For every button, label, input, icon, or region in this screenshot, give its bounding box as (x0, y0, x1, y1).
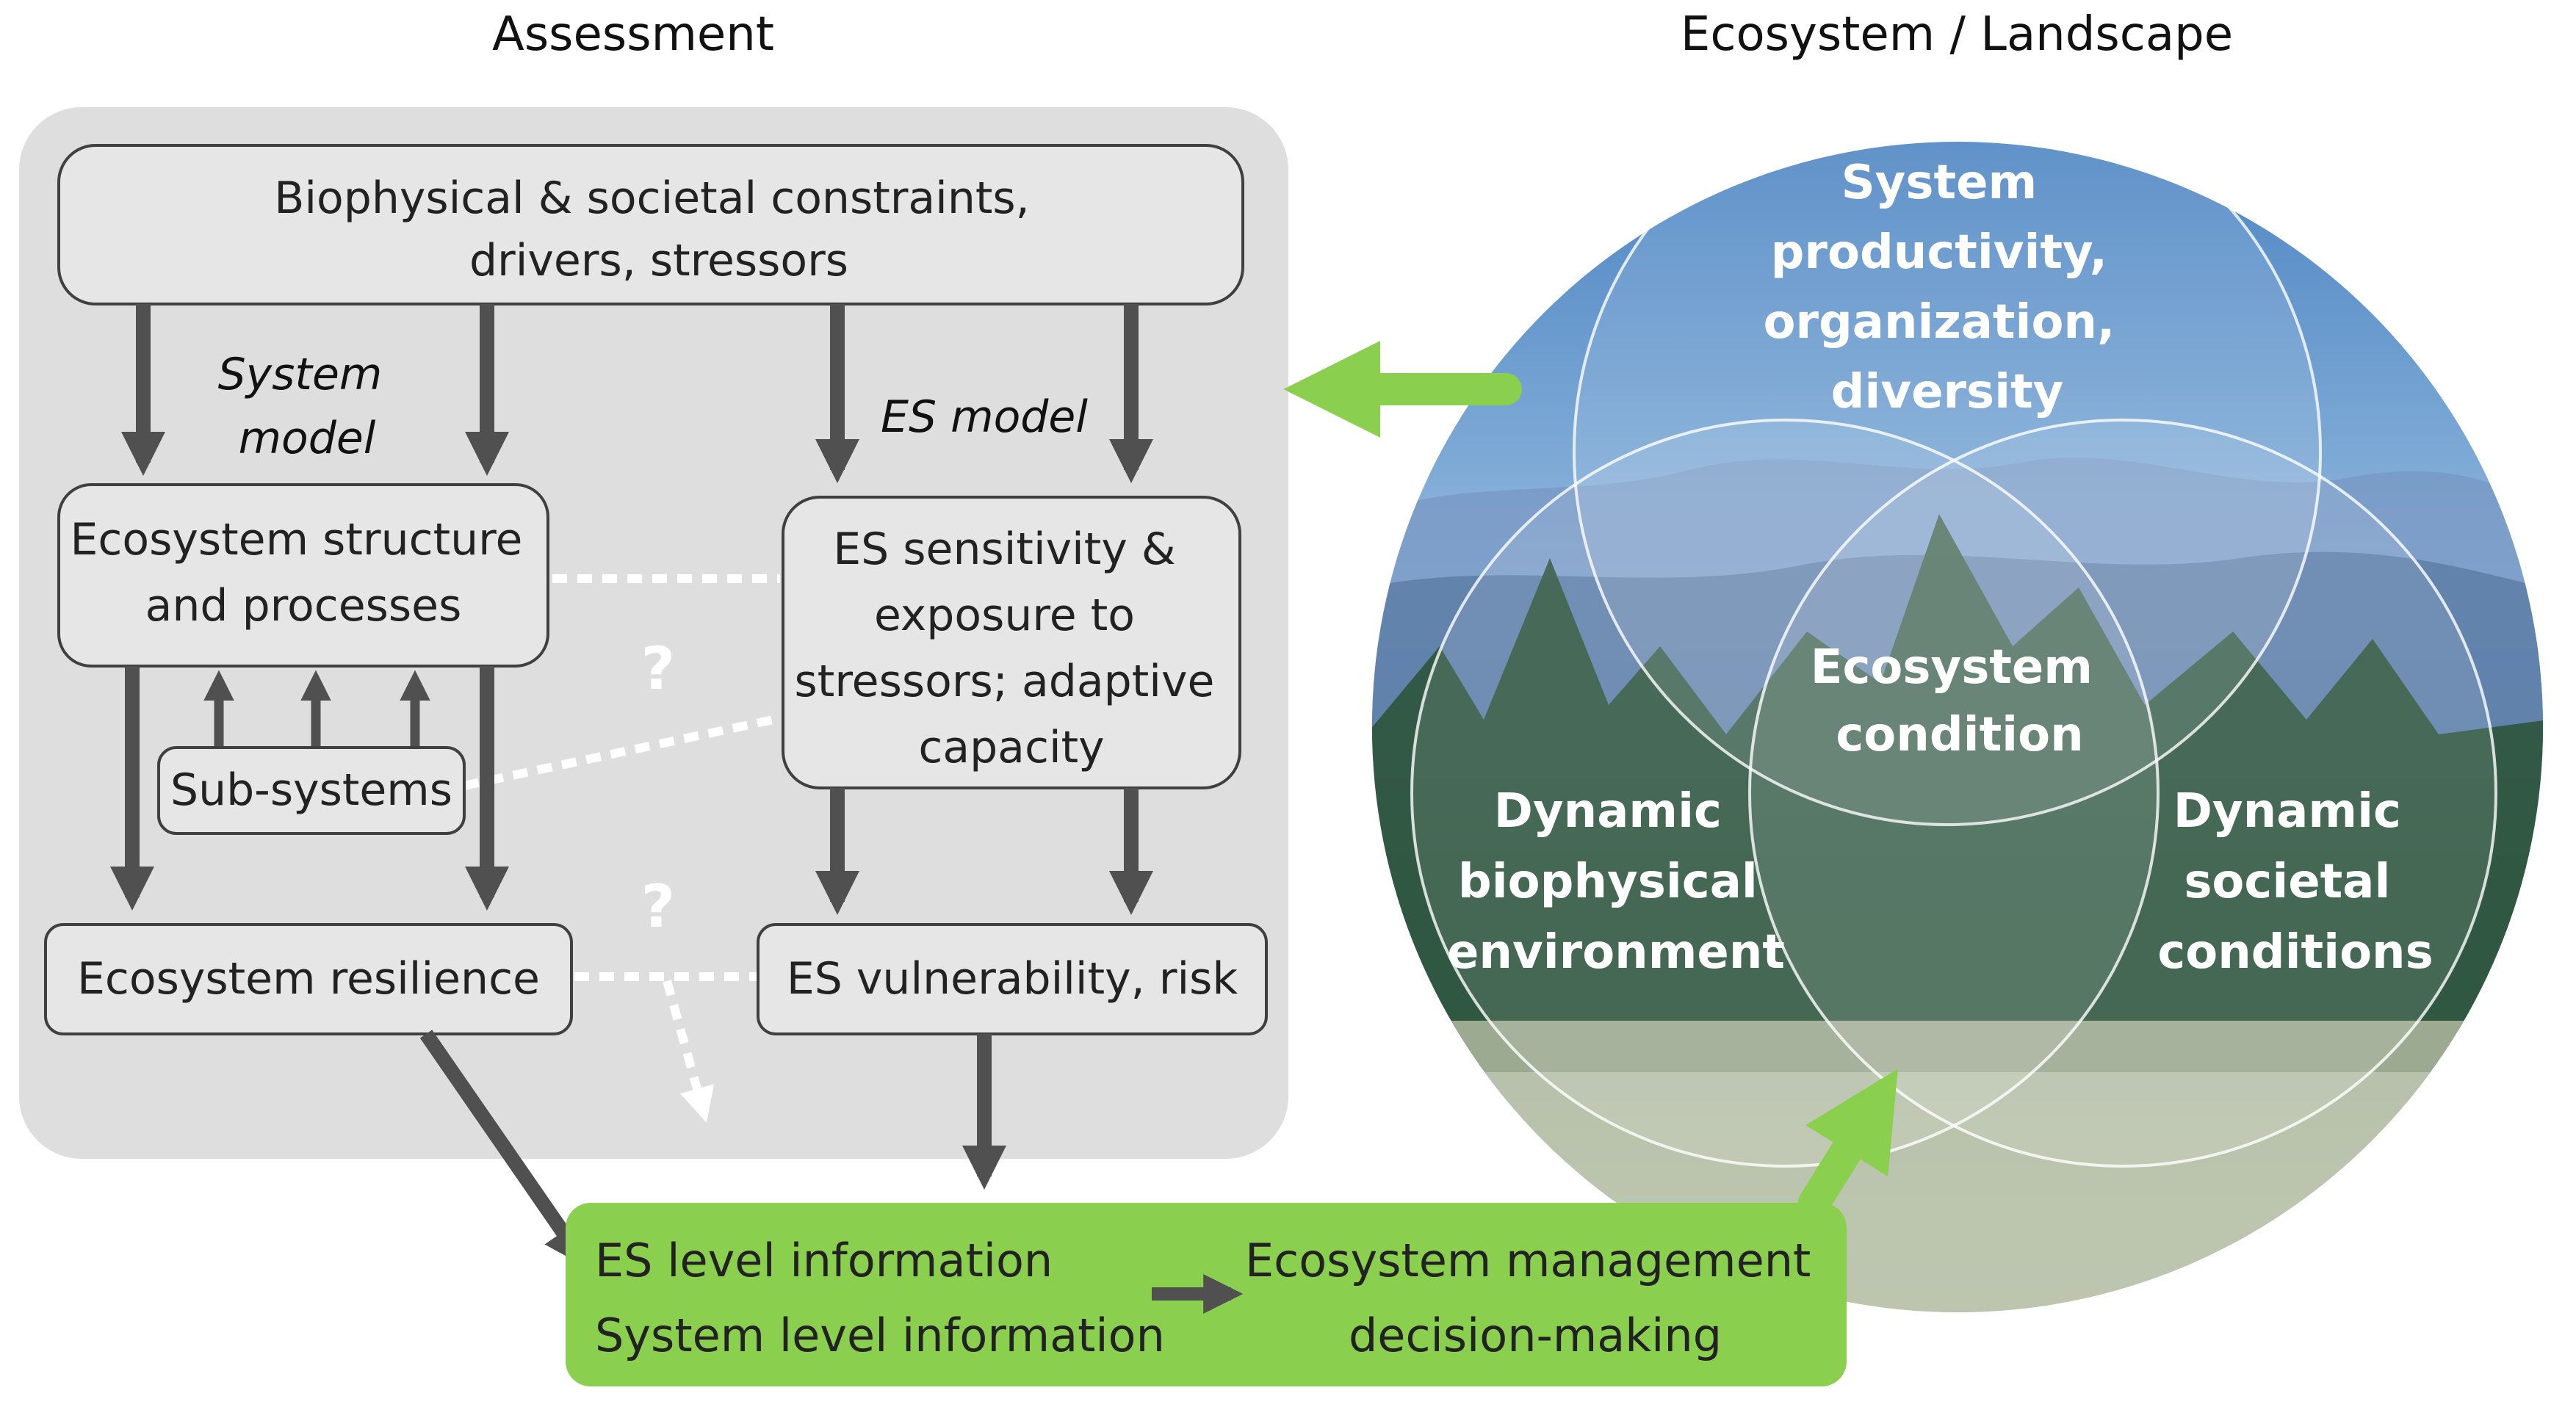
resilience-box (44, 923, 573, 1035)
resilience-text: Ecosystem resilience (77, 953, 540, 1005)
dotted-subsystems-sensitivity (463, 714, 782, 790)
es-model-label: ES model (881, 391, 1088, 443)
productivity-line-4: diversity (1831, 365, 2064, 419)
biophysical-label: Dynamic biophysical environment (1447, 784, 1785, 980)
biophysical-line-2: biophysical (1458, 855, 1758, 909)
societal-line-2: societal (2184, 855, 2390, 909)
sensitivity-text: ES sensitivity & exposure to stressors; … (795, 524, 1229, 773)
vulnerability-text: ES vulnerability, risk (787, 953, 1238, 1005)
system-model-line-2: model (239, 413, 376, 464)
constraints-line-1: Biophysical & societal constraints, (274, 173, 1030, 224)
sensitivity-line-4: capacity (918, 722, 1104, 773)
management-text: Ecosystem management decision-making (1245, 1234, 1825, 1362)
sensitivity-line-2: exposure to (874, 590, 1135, 641)
dotted-arrow-down (663, 980, 715, 1123)
sensitivity-box (782, 496, 1241, 789)
system-level-info: System level information (595, 1309, 1165, 1362)
vulnerability-box (757, 923, 1268, 1035)
output-arrows (419, 1030, 1006, 1268)
assessment-panel (19, 107, 1288, 1159)
structure-line-2: and processes (145, 580, 462, 632)
constraints-text: Biophysical & societal constraints, driv… (274, 173, 1044, 286)
question-mark-upper: ? (641, 634, 675, 703)
question-mark-lower: ? (641, 872, 675, 941)
constraint-arrows (121, 304, 1153, 483)
productivity-label: System productivity, organization, diver… (1763, 156, 2131, 419)
sensitivity-line-3: stressors; adaptive (795, 656, 1215, 707)
arrow-resilience-to-output (419, 1030, 588, 1268)
subsystems-text: Sub-systems (170, 764, 452, 816)
constraints-box (57, 144, 1244, 305)
subsystem-arrows (203, 670, 430, 748)
sensitivity-line-1: ES sensitivity & (833, 524, 1175, 575)
es-level-info: ES level information (595, 1234, 1053, 1287)
circle-biophysical (1410, 419, 2160, 1168)
constraints-line-2: drivers, stressors (469, 235, 848, 286)
biophysical-line-1: Dynamic (1494, 784, 1722, 839)
structure-text: Ecosystem structure and processes (71, 514, 537, 632)
assessment-heading: Assessment (492, 7, 774, 62)
societal-label: Dynamic societal conditions (2157, 784, 2433, 980)
system-model-label: System model (218, 349, 397, 464)
productivity-line-2: productivity, (1771, 225, 2108, 280)
structure-line-1: Ecosystem structure (71, 514, 523, 565)
condition-line-2: condition (1836, 708, 2083, 762)
structure-box (57, 483, 549, 668)
biophysical-line-3: environment (1447, 925, 1785, 980)
management-line-1: Ecosystem management (1245, 1234, 1811, 1287)
circle-societal (1748, 419, 2497, 1168)
arrow-management-to-ecosystem (1798, 1068, 1898, 1219)
forest-band (1372, 514, 2543, 1102)
dotted-connectors (463, 574, 782, 981)
subsystems-box (157, 746, 466, 835)
condition-label: Ecosystem condition (1811, 640, 2110, 762)
circle-productivity (1573, 77, 2322, 826)
management-line-2: decision-making (1349, 1309, 1722, 1362)
lower-arrows (110, 666, 1153, 915)
productivity-line-3: organization, (1763, 295, 2115, 350)
condition-line-1: Ecosystem (1811, 640, 2093, 695)
societal-line-1: Dynamic (2173, 784, 2401, 839)
societal-line-3: conditions (2157, 925, 2433, 980)
productivity-line-1: System (1841, 156, 2038, 210)
system-model-line-1: System (218, 349, 383, 400)
ecosystem-landscape-heading: Ecosystem / Landscape (1681, 7, 2233, 62)
